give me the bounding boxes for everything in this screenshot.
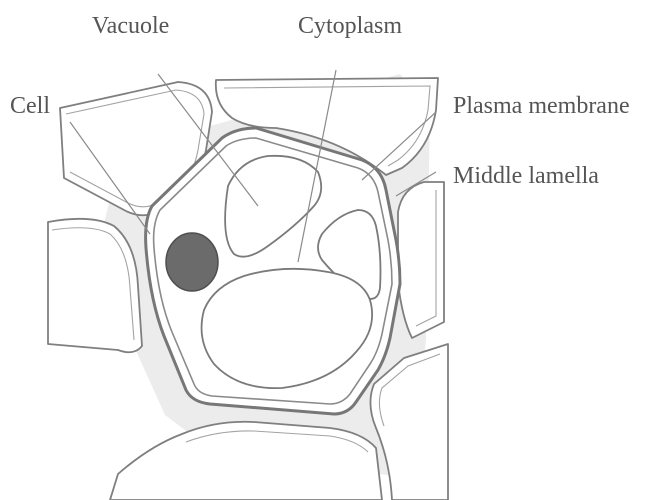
label-vacuole: Vacuole [92,14,169,38]
label-middle-lamella: Middle lamella [453,164,599,188]
neighbour-cell-bottom [110,422,382,500]
label-plasma-membrane: Plasma membrane [453,94,630,118]
nucleus [166,233,218,291]
label-cytoplasm: Cytoplasm [298,14,402,38]
neighbour-cell-right [398,182,444,338]
label-cell: Cell [10,94,50,118]
